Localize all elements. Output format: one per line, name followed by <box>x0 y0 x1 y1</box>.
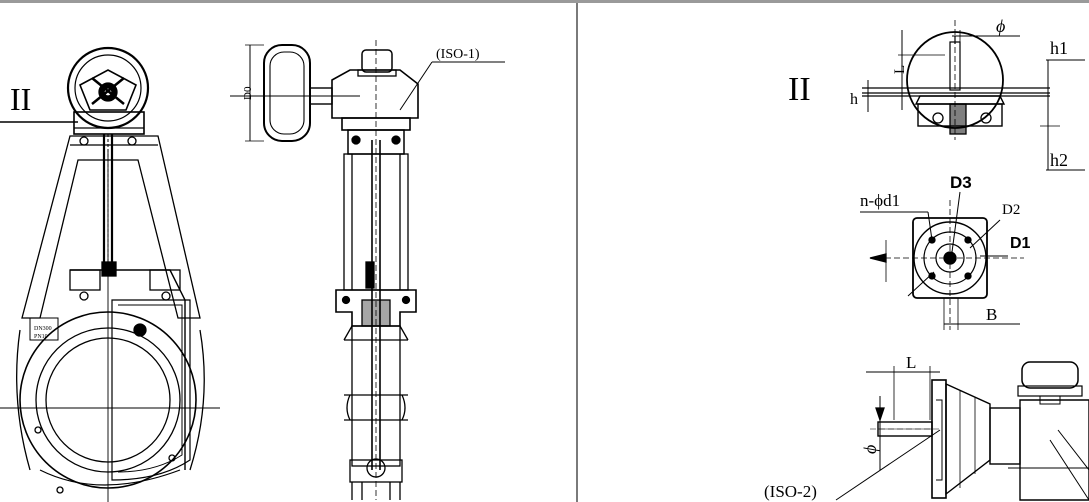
n-phi-d1-label: n-ϕd1 <box>860 191 900 210</box>
l-bottom-label: L <box>906 353 916 372</box>
h1-label: h1 <box>1050 38 1068 58</box>
b-label: B <box>986 305 997 324</box>
nameplate-text-2: PN10 <box>34 334 48 340</box>
d1-label: D1 <box>1010 235 1031 252</box>
shaft-side-detail <box>835 361 1089 501</box>
d3-label: D3 <box>950 173 972 192</box>
phi-bottom-label: ϕ <box>860 445 880 454</box>
sheet-top-border <box>0 0 1089 3</box>
iso1-label: (ISO-1) <box>436 47 480 62</box>
view-ii-label-right: II <box>788 71 811 108</box>
d0-label: D0 <box>242 86 254 100</box>
valve-side-view <box>230 40 505 500</box>
view-ii-label-left: II <box>10 81 31 117</box>
sheet-divider <box>576 3 578 502</box>
iso2-label: (ISO-2) <box>764 482 817 501</box>
h2-label: h2 <box>1050 150 1068 170</box>
flange-detail <box>860 191 1024 330</box>
l-top-label: L <box>892 65 908 74</box>
h-label: h <box>850 91 858 108</box>
valve-front-view <box>0 46 220 502</box>
d2-label: D2 <box>1002 202 1020 218</box>
phi-top-label: ϕ <box>996 16 1005 36</box>
nameplate-text-1: DN300 <box>34 326 52 332</box>
detail-ii-top <box>862 20 1085 171</box>
